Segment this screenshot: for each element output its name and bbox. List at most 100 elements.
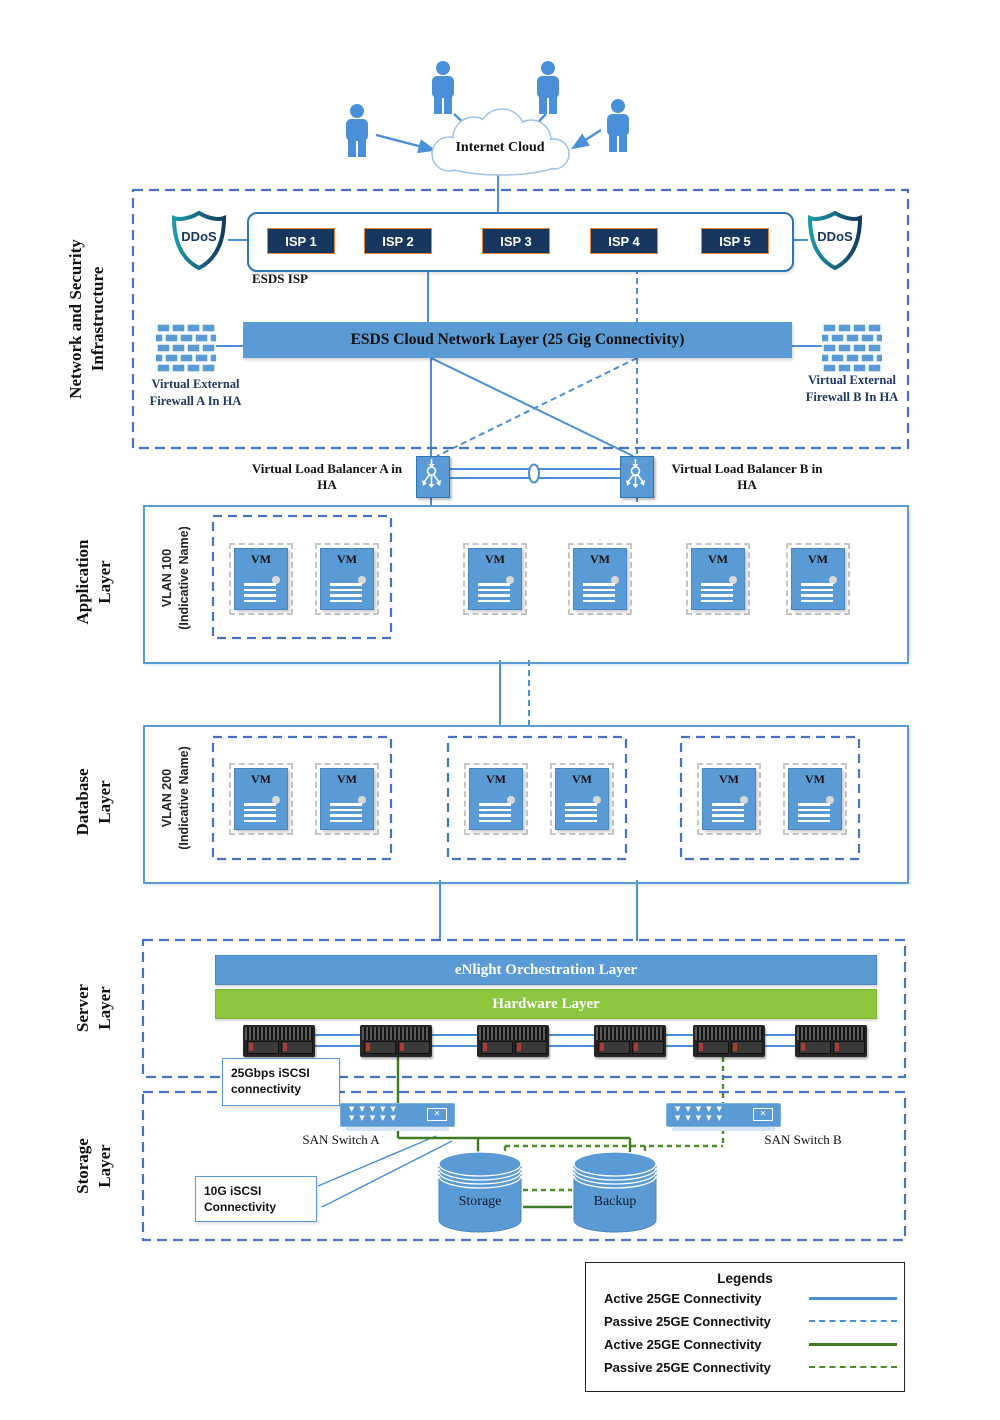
internet-cloud-label: Internet Cloud [455, 140, 545, 155]
server-icon [594, 1025, 666, 1057]
legend-item-label: Active 25GE Connectivity [604, 1336, 762, 1352]
application-layer-section-label: Application Layer [73, 539, 114, 625]
status-dot-icon [611, 576, 619, 584]
storage-layer-section-label: Storage Layer [73, 1138, 114, 1194]
passive-green-connectors [503, 1057, 725, 1192]
vm-label: VM [251, 552, 271, 566]
server-icon [693, 1025, 765, 1057]
vent-lines-icon [798, 800, 830, 822]
cloud-network-layer-bar: ESDS Cloud Network Layer (25 Gig Connect… [243, 322, 792, 358]
chevron-ports-icon: ▼▼▼▼▼▼▼▼▼▼ [349, 1105, 401, 1122]
database-layer-section-label: Database Layer [73, 768, 114, 836]
legend-item-label: Passive 25GE Connectivity [604, 1313, 771, 1329]
user-icon [342, 103, 372, 159]
san-switch-a-icon: ▼▼▼▼▼▼▼▼▼▼ ✕ [340, 1103, 455, 1131]
ha-link-node [528, 463, 540, 484]
vent-lines-icon [801, 580, 833, 602]
user-icon [533, 60, 563, 116]
vm-label: VM [486, 772, 506, 786]
legend-item-label: Active 25GE Connectivity [604, 1290, 762, 1306]
hardware-layer-bar: Hardware Layer [215, 989, 877, 1019]
backup-cylinder: Backup [572, 1150, 658, 1234]
status-dot-icon [729, 576, 737, 584]
callout-25g-iscsi: 25Gbps iSCSI connectivity [222, 1058, 340, 1106]
crossbar-port-icon: ✕ [427, 1108, 447, 1121]
vm-label: VM [572, 772, 592, 786]
server-icon [795, 1025, 867, 1057]
ddos-label: DDoS [181, 229, 217, 244]
vent-lines-icon [701, 580, 733, 602]
load-balancer-b-label: Virtual Load Balancer B in HA [671, 461, 823, 492]
status-dot-icon [829, 576, 837, 584]
status-dot-icon [740, 796, 748, 804]
status-dot-icon [593, 796, 601, 804]
vm-label: VM [719, 772, 739, 786]
internet-cloud-icon [431, 108, 570, 176]
status-dot-icon [507, 796, 515, 804]
isp-box-1: ISP 1 [267, 228, 335, 254]
legend-item: Passive 25GE Connectivity [586, 1356, 904, 1378]
server-icon [360, 1025, 432, 1057]
legend-line-blue-solid [809, 1296, 897, 1300]
vm-box: VM [568, 543, 632, 615]
ddos-shield-right: DDoS [806, 210, 864, 272]
network-security-section-label: Network and Security Infrastructure [66, 239, 107, 399]
vent-lines-icon [565, 800, 597, 822]
vm-box: VM [315, 543, 379, 615]
vm-box: VM [464, 763, 528, 835]
shield-icon [171, 210, 227, 271]
vm-label: VM [337, 772, 357, 786]
legend-item: Active 25GE Connectivity [586, 1333, 904, 1355]
server-icon [243, 1025, 315, 1057]
legend-item-label: Passive 25GE Connectivity [604, 1359, 771, 1375]
vlan-200-label: VLAN 200 (Indicative Name) [160, 746, 191, 850]
server-layer-section-label: Server Layer [73, 983, 114, 1033]
server-layer-section-frame [141, 938, 907, 1079]
firewall-b-icon [815, 323, 890, 378]
legend-item: Passive 25GE Connectivity [586, 1310, 904, 1332]
vm-box: VM [686, 543, 750, 615]
callout-10g-iscsi: 10G iSCSI Connectivity [195, 1176, 317, 1222]
san-switch-b-icon: ▼▼▼▼▼▼▼▼▼▼ ✕ [666, 1103, 781, 1131]
load-balancer-b-icon [620, 456, 654, 498]
vm-box: VM [229, 763, 293, 835]
firewall-b-label: Virtual External Firewall B In HA [805, 373, 899, 404]
status-dot-icon [826, 796, 834, 804]
storage-cylinder: Storage [437, 1150, 523, 1234]
status-dot-icon [272, 576, 280, 584]
shield-icon [807, 210, 863, 271]
isp-group-box: ISP 1 ISP 2 ISP 3 ISP 4 ISP 5 [247, 212, 794, 272]
vm-label: VM [337, 552, 357, 566]
vent-lines-icon [712, 800, 744, 822]
legend-title: Legends [717, 1271, 773, 1286]
legend-line-blue-dashed [809, 1320, 897, 1322]
ddos-label: DDoS [817, 229, 853, 244]
storage-label: Storage [458, 1194, 502, 1209]
isp-box-5: ISP 5 [701, 228, 769, 254]
vent-lines-icon [330, 580, 362, 602]
vm-box: VM [783, 763, 847, 835]
vm-label: VM [251, 772, 271, 786]
ddos-shield-left: DDoS [170, 210, 228, 272]
status-dot-icon [358, 576, 366, 584]
vent-lines-icon [583, 580, 615, 602]
vm-label: VM [708, 552, 728, 566]
backup-label: Backup [593, 1194, 637, 1209]
application-layer-box [143, 505, 909, 664]
isp-box-4: ISP 4 [590, 228, 658, 254]
storage-layer-section-frame [141, 1090, 907, 1242]
firewall-a-label: Virtual External Firewall A In HA [149, 377, 242, 408]
server-icon [477, 1025, 549, 1057]
load-balancer-a-icon [416, 456, 450, 498]
vm-box: VM [315, 763, 379, 835]
isp-box-3: ISP 3 [482, 228, 550, 254]
vm-box: VM [786, 543, 850, 615]
firewall-a-icon [149, 323, 224, 378]
vm-box: VM [697, 763, 761, 835]
vm-box: VM [229, 543, 293, 615]
crossbar-port-icon: ✕ [753, 1108, 773, 1121]
vm-label: VM [485, 552, 505, 566]
vm-label: VM [808, 552, 828, 566]
